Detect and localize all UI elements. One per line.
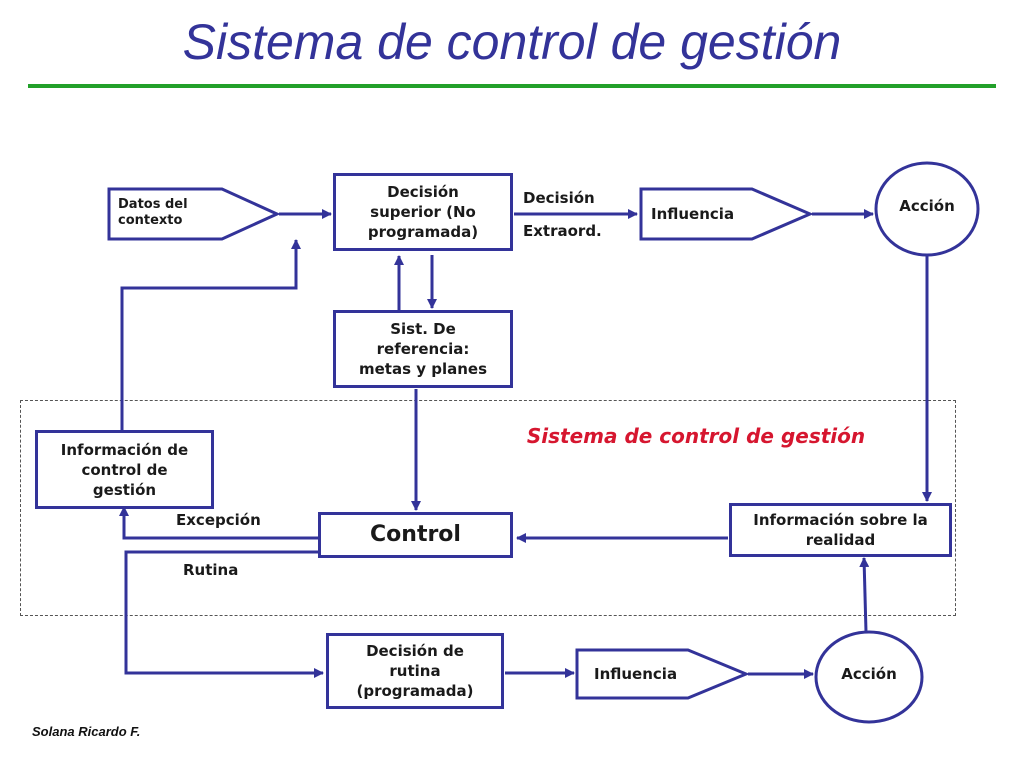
info-control-box: Información de control de gestión	[35, 430, 214, 509]
decision-superior-box: Decisión superior (No programada)	[333, 173, 513, 251]
decision-rutina-label: Decisión de rutina (programada)	[356, 642, 474, 700]
accion-bottom-label: Acción	[841, 665, 897, 683]
arrow-accion-bottom-up-to-realidad	[859, 557, 870, 633]
decision-rutina-box: Decisión de rutina (programada)	[326, 633, 504, 709]
influencia-top-shape	[639, 187, 814, 241]
control-box: Control	[318, 512, 513, 558]
accion-top-shape	[874, 161, 980, 257]
label-extraord: Extraord.	[523, 222, 602, 240]
datos-contexto-label: Datos del contexto	[118, 197, 188, 228]
title-underline	[28, 84, 996, 88]
sist-referencia-box: Sist. De referencia: metas y planes	[333, 310, 513, 388]
slide-title: Sistema de control de gestión	[182, 14, 842, 70]
control-system-region-title: Sistema de control de gestión	[526, 424, 866, 448]
influencia-bottom-shape	[575, 648, 750, 700]
label-rutina: Rutina	[183, 561, 239, 579]
decision-superior-label: Decisión superior (No programada)	[367, 183, 479, 241]
control-system-region	[20, 400, 956, 616]
accion-top-label: Acción	[899, 197, 955, 215]
sist-referencia-label: Sist. De referencia: metas y planes	[358, 320, 488, 378]
arrow-info-control-up-to-decision	[120, 239, 301, 430]
info-realidad-label: Información sobre la realidad	[753, 511, 928, 549]
info-realidad-box: Información sobre la realidad	[729, 503, 952, 557]
control-label: Control	[370, 522, 461, 547]
info-control-label: Información de control de gestión	[60, 440, 189, 499]
author-credit: Solana Ricardo F.	[32, 724, 141, 739]
influencia-top-label: Influencia	[651, 205, 735, 223]
datos-contexto-shape	[107, 187, 281, 241]
influencia-bottom-label: Influencia	[594, 665, 678, 683]
label-excepcion: Excepción	[176, 511, 261, 529]
accion-bottom-shape	[814, 630, 924, 724]
label-decision: Decisión	[523, 189, 595, 207]
arrow-excepcion-to-info-control	[119, 506, 318, 540]
arrow-rutina-to-decision-rutina	[124, 550, 324, 678]
